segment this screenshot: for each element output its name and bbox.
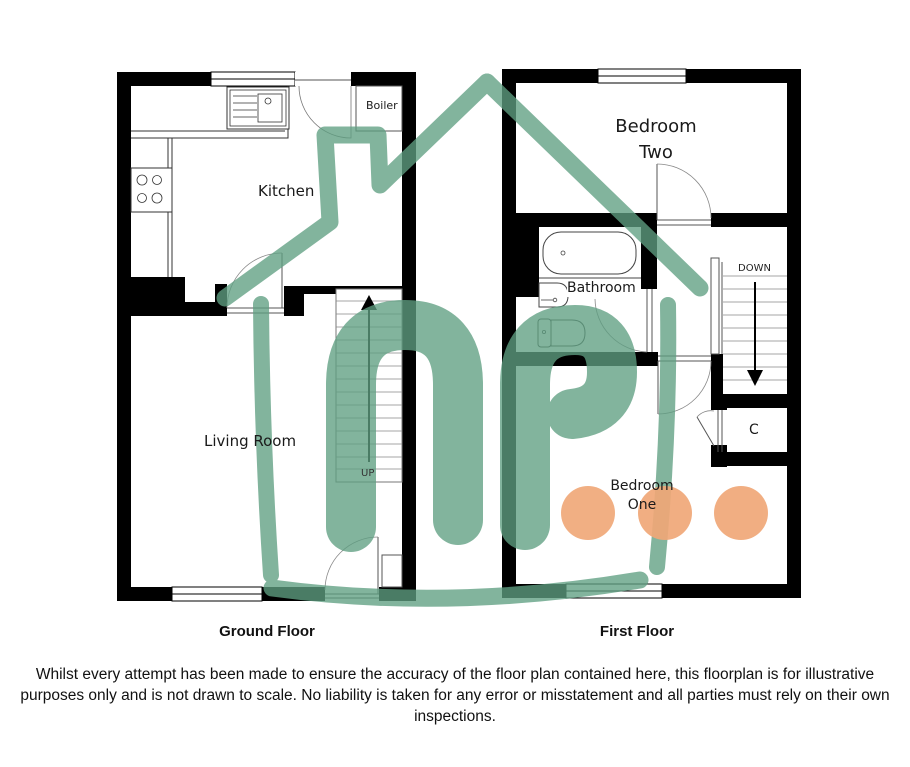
room-label-bedroom-one: Bedroom One <box>600 478 684 514</box>
room-label-boiler: Boiler <box>366 99 398 112</box>
room-label-cupboard: C <box>749 422 759 438</box>
room-label-kitchen: Kitchen <box>258 182 315 200</box>
room-label-bedroom-two: Bedroom Two <box>600 116 712 163</box>
room-label-bedroom-one-line2: One <box>627 496 657 513</box>
first-floor-stairs <box>710 257 787 394</box>
floor-plan-drawing <box>117 68 801 607</box>
first-floor-title: First Floor <box>599 623 675 640</box>
room-label-bedroom-one-line1: Bedroom <box>610 478 674 494</box>
first-floor-plan <box>502 68 801 599</box>
ground-floor-title: Ground Floor <box>219 623 315 640</box>
watermark-logo <box>216 73 709 607</box>
stairs-label-down: DOWN <box>738 263 771 274</box>
room-label-bathroom: Bathroom <box>567 280 636 297</box>
watermark-dots <box>561 486 768 540</box>
disclaimer-text: Whilst every attempt has been made to en… <box>20 666 890 725</box>
room-label-bedroom-two-line2: Two <box>639 141 673 163</box>
room-label-living-room: Living Room <box>204 432 297 450</box>
room-label-bedroom-two-line1: Bedroom <box>615 116 697 137</box>
stairs-label-up: UP <box>361 468 375 479</box>
